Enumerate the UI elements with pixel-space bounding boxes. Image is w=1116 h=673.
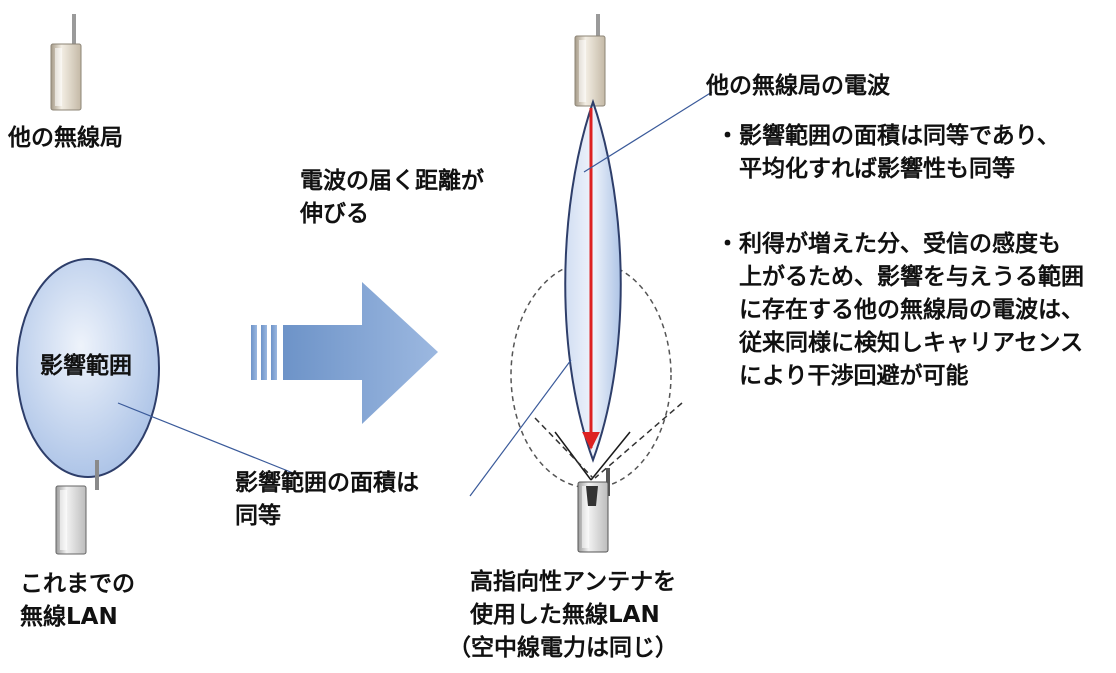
directional-lan-line: 高指向性アンテナを (470, 569, 677, 595)
wave-reach-line: 電波の届く距離が (300, 168, 484, 194)
conventional-lan-label: これまでの 無線LAN (20, 568, 135, 634)
directional-lan-line: 使用した無線LAN (470, 602, 660, 628)
directional-beam-lobe (564, 98, 622, 463)
directional-lan-label: 高指向性アンテナを 使用した無線LAN (470, 566, 676, 632)
access-point-icon (577, 468, 610, 553)
other-station-wave-label: 他の無線局の電波 (706, 73, 890, 99)
access-point-icon (50, 14, 82, 111)
antenna-pattern-lines (534, 402, 683, 481)
note-line: ・利得が増えた分、受信の感度も (716, 231, 1061, 257)
note-line: ・影響範囲の面積は同等であり、 (716, 123, 1060, 149)
note-line: 従来同様に検知しキャリアセンス (716, 330, 1084, 356)
note-line: 平均化すれば影響性も同等 (716, 156, 1015, 182)
note-line: に存在する他の無線局の電波は、 (716, 297, 1084, 323)
same-area-line: 同等 (235, 503, 281, 529)
access-point-icon (574, 14, 606, 107)
power-note: （空中線電力は同じ） (448, 635, 678, 661)
other-station-label: 他の無線局 (8, 125, 123, 151)
note-sensitivity: ・利得が増えた分、受信の感度も 上がるため、影響を与えうる範囲 に存在する他の無… (716, 228, 1084, 393)
note-line: により干渉回避が可能 (716, 363, 969, 389)
same-area-line: 影響範囲の面積は (235, 470, 419, 496)
conventional-lan-line: 無線LAN (20, 604, 118, 630)
influence-range-ellipse (16, 258, 160, 478)
note-area-equivalence: ・影響範囲の面積は同等であり、 平均化すれば影響性も同等 (716, 120, 1060, 186)
note-line: 上がるため、影響を与えうる範囲 (716, 264, 1084, 290)
equivalent-area-circle (510, 261, 672, 489)
wave-reach-label: 電波の届く距離が 伸びる (300, 165, 484, 231)
leader-line (469, 359, 572, 497)
influence-range-label: 影響範囲 (40, 353, 132, 379)
wave-reach-line: 伸びる (300, 201, 369, 227)
same-area-label: 影響範囲の面積は 同等 (235, 467, 419, 533)
expansion-arrow (251, 282, 438, 424)
leader-line (583, 91, 713, 173)
access-point-icon (55, 460, 99, 555)
conventional-lan-line: これまでの (20, 571, 135, 597)
leader-line (117, 402, 299, 476)
